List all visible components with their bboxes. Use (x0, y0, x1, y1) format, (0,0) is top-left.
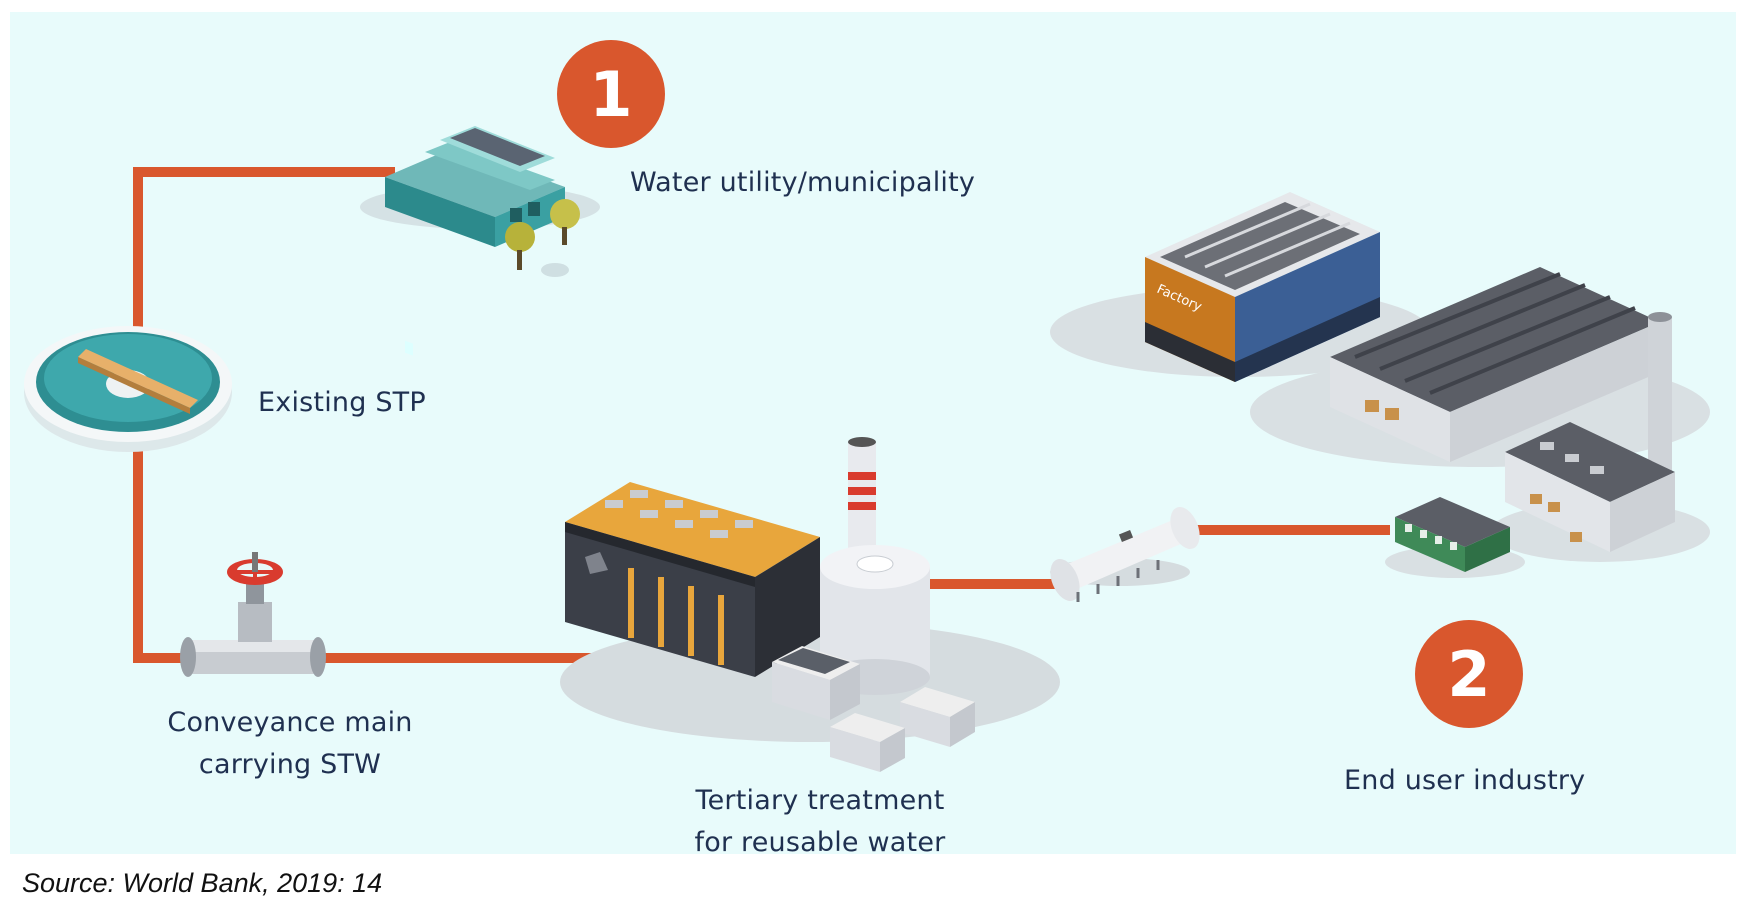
label-end-user-industry: End user industry (1344, 765, 1586, 796)
label-existing-stp: Existing STP (258, 387, 426, 418)
conveyance-valve-icon (180, 552, 326, 677)
storage-tank-icon (1050, 507, 1200, 602)
label-water-utility: Water utility/municipality (630, 167, 976, 198)
step-badge-1: 1 (557, 40, 665, 148)
water-utility-building-icon (360, 126, 600, 356)
label-tertiary-line2: for reusable water (694, 827, 946, 858)
pipe-network (133, 167, 1390, 663)
loading-warehouse-icon (1490, 422, 1710, 562)
factory-building-icon: Factory (1050, 192, 1430, 382)
diagram-panel: Factory (10, 12, 1736, 858)
step-badge-2: 2 (1415, 620, 1523, 728)
small-industry-building-icon (1385, 497, 1525, 578)
diagram-artwork: Factory (24, 126, 1710, 772)
pipe-stp-to-utility (133, 167, 395, 367)
pipe-stp-to-conveyance (133, 407, 710, 663)
label-tertiary-line1: Tertiary treatment (695, 785, 945, 816)
label-tertiary-treatment: Tertiary treatment for reusable water (670, 780, 970, 864)
label-conveyance-line1: Conveyance main (167, 707, 413, 738)
label-conveyance-main: Conveyance main carrying STW (150, 702, 430, 786)
stp-basin-icon (24, 326, 232, 452)
industry-cluster-icon: Factory (1050, 192, 1710, 578)
label-conveyance-line2: carrying STW (198, 749, 382, 780)
source-caption: Source: World Bank, 2019: 14 (22, 868, 383, 898)
treatment-plant-icon (560, 437, 1060, 772)
